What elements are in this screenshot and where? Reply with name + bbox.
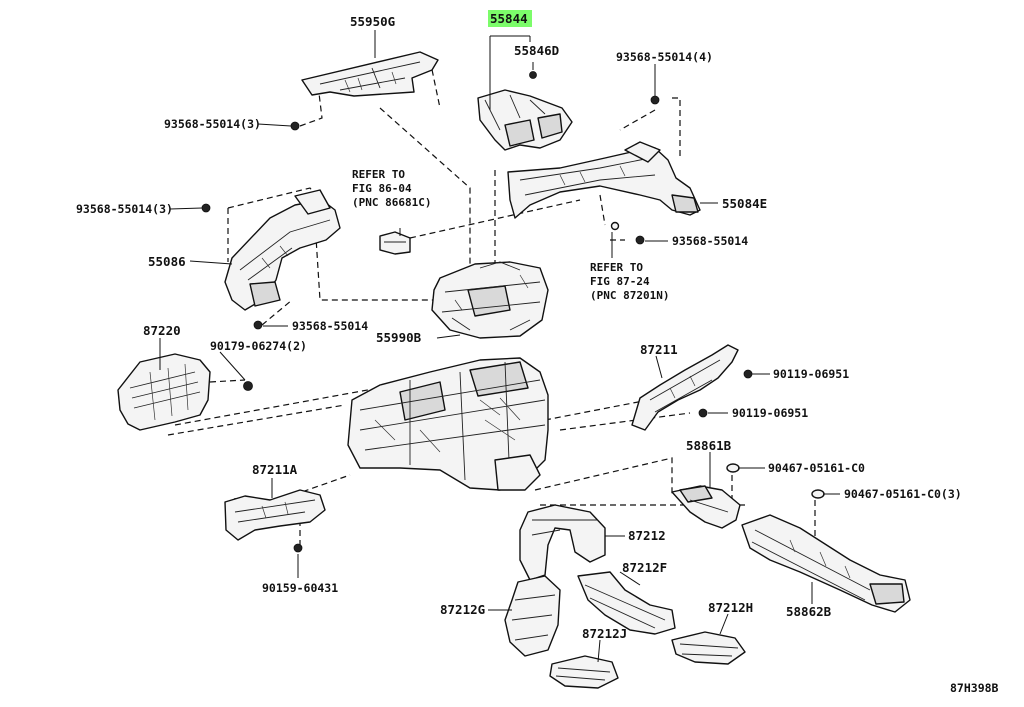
label-87212J[interactable]: 87212J <box>582 626 627 641</box>
part-87211A-duct[interactable] <box>224 489 326 541</box>
screw-93568-55014-l <box>253 320 263 330</box>
label-90467-05161-C0-3[interactable]: 90467-05161-C0(3) <box>844 487 962 501</box>
label-90159-60431[interactable]: 90159-60431 <box>262 581 338 595</box>
leader-lines <box>159 30 840 663</box>
label-87220[interactable]: 87220 <box>143 323 181 338</box>
part-55990B-duct[interactable] <box>431 261 549 339</box>
part-58861B-duct[interactable] <box>671 485 741 529</box>
refer-note-1[interactable]: REFER TO FIG 86-04 (PNC 86681C) <box>352 168 431 209</box>
label-58862B[interactable]: 58862B <box>786 604 832 619</box>
ref-bracket-86681C <box>379 231 411 255</box>
part-58862B-duct[interactable] <box>741 514 911 613</box>
label-90119-06951-b[interactable]: 90119-06951 <box>732 406 808 420</box>
label-87212F[interactable]: 87212F <box>622 560 667 575</box>
clip-90467-05161-C0-3 <box>811 489 825 499</box>
part-labels: 55950G 55844 55846D 93568-55014(4) 93568… <box>76 11 962 641</box>
label-87212G[interactable]: 87212G <box>440 602 485 617</box>
screw-93568-55014-r <box>635 235 645 245</box>
label-87212H[interactable]: 87212H <box>708 600 753 615</box>
screw-93568-55014-3a <box>290 121 300 131</box>
label-93568-55014-3b[interactable]: 93568-55014(3) <box>76 202 173 216</box>
highlight-55844 <box>488 10 532 27</box>
label-55846D[interactable]: 55846D <box>514 43 559 58</box>
part-87211-duct[interactable] <box>631 344 739 431</box>
label-55990B[interactable]: 55990B <box>376 330 422 345</box>
part-55086-duct[interactable] <box>224 189 341 311</box>
diagram-code: 87H398B <box>950 681 999 695</box>
screw-93568-55014-4 <box>650 95 660 105</box>
part-87212G-duct[interactable] <box>504 575 561 657</box>
part-87212F-duct[interactable] <box>577 571 676 635</box>
clip-90467-05161-C0 <box>726 463 740 473</box>
label-87212[interactable]: 87212 <box>628 528 666 543</box>
part-87212-duct[interactable] <box>519 504 606 581</box>
screw-90119-06951-b <box>698 408 708 418</box>
part-87220-vent[interactable] <box>117 353 211 431</box>
label-55084E[interactable]: 55084E <box>722 196 767 211</box>
label-55844[interactable]: 55844 <box>490 11 528 26</box>
refer-2-line2: FIG 87-24 <box>590 275 650 288</box>
refer-2-line3: (PNC 87201N) <box>590 289 669 302</box>
label-55950G[interactable]: 55950G <box>350 14 395 29</box>
fasteners <box>201 62 825 553</box>
screw-90119-06951-a <box>743 369 753 379</box>
refer-note-2[interactable]: REFER TO FIG 87-24 (PNC 87201N) <box>590 261 669 302</box>
refer-1-line2: FIG 86-04 <box>352 182 412 195</box>
label-87211A[interactable]: 87211A <box>252 462 298 477</box>
label-90119-06951-a[interactable]: 90119-06951 <box>773 367 849 381</box>
screw-90179-06274 <box>243 381 253 391</box>
label-93568-55014-4[interactable]: 93568-55014(4) <box>616 50 713 64</box>
part-55950G-duct[interactable] <box>301 51 439 97</box>
part-55084E-duct[interactable] <box>507 141 701 219</box>
refer-1-line3: (PNC 86681C) <box>352 196 431 209</box>
part-55844-duct[interactable] <box>477 89 573 151</box>
refer-1-line1: REFER TO <box>352 168 405 181</box>
label-93568-55014-r[interactable]: 93568-55014 <box>672 234 748 248</box>
label-90179-06274-2[interactable]: 90179-06274(2) <box>210 339 307 353</box>
screw-55846D <box>529 71 537 79</box>
label-55086[interactable]: 55086 <box>148 254 186 269</box>
label-87211[interactable]: 87211 <box>640 342 678 357</box>
pin-ref-87201N <box>610 221 620 231</box>
part-87212J-duct[interactable] <box>549 655 619 689</box>
label-93568-55014-l[interactable]: 93568-55014 <box>292 319 368 333</box>
label-58861B[interactable]: 58861B <box>686 438 732 453</box>
label-93568-55014-3a[interactable]: 93568-55014(3) <box>164 117 261 131</box>
screw-93568-55014-3b <box>201 203 211 213</box>
part-87212H-duct[interactable] <box>671 631 746 665</box>
hvac-unit-body <box>347 357 549 491</box>
screw-90159-60431 <box>293 543 303 553</box>
label-90467-05161-C0[interactable]: 90467-05161-C0 <box>768 461 865 475</box>
refer-2-line1: REFER TO <box>590 261 643 274</box>
